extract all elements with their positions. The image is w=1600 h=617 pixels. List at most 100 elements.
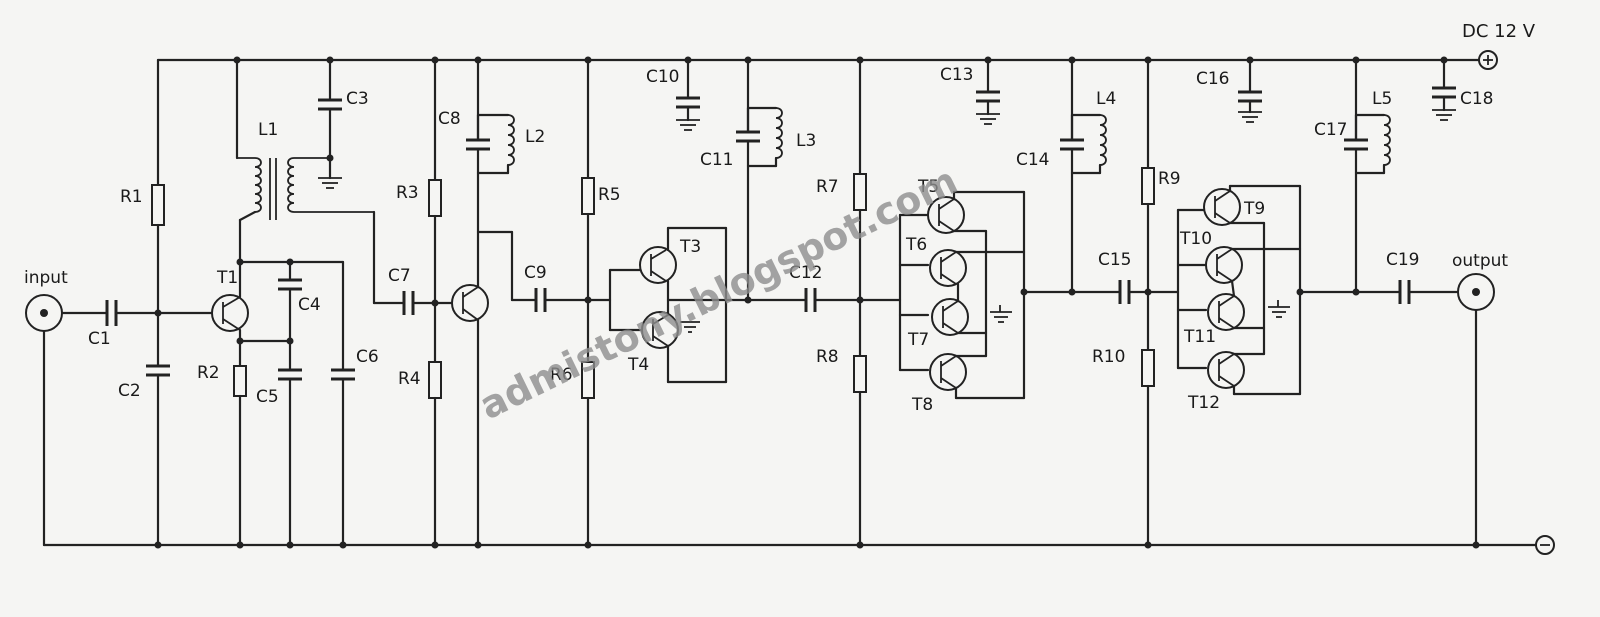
label-t10: T10 (1179, 229, 1212, 249)
label-l4: L4 (1096, 89, 1116, 109)
label-c14: C14 (1016, 150, 1050, 170)
ground-icon (676, 119, 700, 131)
label-r10: R10 (1092, 347, 1125, 367)
label-t7: T7 (907, 330, 929, 350)
label-t4: T4 (627, 355, 649, 375)
label-r7: R7 (816, 177, 839, 197)
ground-icon (1268, 300, 1290, 318)
label-c11: C11 (700, 150, 734, 170)
positive-terminal-icon (1478, 50, 1498, 70)
transistor-t2 (451, 284, 489, 322)
capacitor-c9 (534, 288, 547, 312)
negative-terminal-icon (1535, 535, 1555, 555)
label-r6: R6 (550, 365, 573, 385)
capacitor-c8 (466, 138, 490, 151)
transistor-t10 (1205, 246, 1243, 284)
transistor-t4 (641, 311, 679, 349)
ground-icon (976, 113, 1000, 125)
label-r3: R3 (396, 183, 419, 203)
transistor-t8 (929, 353, 967, 391)
transistor-t12 (1207, 351, 1245, 389)
resistor-r9 (1141, 167, 1155, 205)
label-c6: C6 (356, 347, 379, 367)
capacitor-c1 (105, 300, 118, 326)
inductor-l3 (775, 107, 783, 159)
label-t6: T6 (905, 235, 927, 255)
capacitor-c15 (1118, 280, 1131, 304)
ground-icon (990, 305, 1012, 323)
capacitor-c7 (402, 291, 415, 315)
input-label: input (24, 268, 68, 288)
label-c15: C15 (1098, 250, 1132, 270)
label-c16: C16 (1196, 69, 1230, 89)
inductor-l4 (1099, 114, 1107, 166)
label-c3: C3 (346, 89, 369, 109)
capacitor-c4 (278, 278, 302, 291)
label-c7: C7 (388, 266, 411, 286)
label-c5: C5 (256, 387, 279, 407)
capacitor-c13 (976, 90, 1000, 103)
label-t9: T9 (1243, 199, 1265, 219)
capacitor-c14 (1060, 138, 1084, 151)
label-r5: R5 (598, 185, 621, 205)
inductor-l2 (507, 114, 515, 166)
label-t1: T1 (216, 268, 238, 288)
transistor-t5 (927, 196, 965, 234)
resistor-r3 (428, 179, 442, 217)
label-t5: T5 (917, 177, 939, 197)
capacitor-c18 (1432, 86, 1456, 99)
label-c18: C18 (1460, 89, 1494, 109)
ground-icon (680, 321, 700, 333)
transistor-t6 (929, 249, 967, 287)
label-r1: R1 (120, 187, 143, 207)
label-c2: C2 (118, 381, 141, 401)
label-r2: R2 (197, 363, 220, 383)
resistor-r4 (428, 361, 442, 399)
label-t3: T3 (679, 237, 701, 257)
label-l3: L3 (796, 131, 816, 151)
label-c8: C8 (438, 109, 461, 129)
label-c13: C13 (940, 65, 974, 85)
label-l5: L5 (1372, 89, 1392, 109)
label-c1: C1 (88, 329, 111, 349)
capacitor-c17 (1344, 138, 1368, 151)
input-connector-icon (25, 294, 63, 332)
capacitor-c19 (1398, 280, 1411, 304)
label-c4: C4 (298, 295, 321, 315)
inductor-l5 (1383, 114, 1391, 166)
label-t11: T11 (1183, 327, 1216, 347)
label-r9: R9 (1158, 169, 1181, 189)
label-t8: T8 (911, 395, 933, 415)
resistor-r1 (151, 184, 165, 226)
ground-icon (1432, 109, 1456, 121)
label-t12: T12 (1187, 393, 1220, 413)
resistor-r10 (1141, 349, 1155, 387)
ground-icon (1238, 111, 1262, 123)
transistor-t9 (1203, 188, 1241, 226)
transistor-t3 (639, 246, 677, 284)
resistor-r2 (233, 365, 247, 397)
label-c19: C19 (1386, 250, 1420, 270)
label-c17: C17 (1314, 120, 1348, 140)
capacitor-c12 (804, 288, 817, 312)
ground-icon (318, 177, 342, 189)
capacitor-c2 (146, 364, 170, 377)
label-c12: C12 (789, 263, 823, 283)
label-r4: R4 (398, 369, 421, 389)
capacitor-c3 (318, 98, 342, 111)
label-c9: C9 (524, 263, 547, 283)
label-l2: L2 (525, 127, 545, 147)
transistor-t1 (211, 294, 249, 332)
capacitor-c16 (1238, 90, 1262, 103)
transistor-t11 (1207, 293, 1245, 331)
resistor-r5 (581, 177, 595, 215)
supply-label: DC 12 V (1462, 21, 1536, 42)
capacitor-c10 (676, 96, 700, 109)
label-c10: C10 (646, 67, 680, 87)
resistor-r8 (853, 355, 867, 393)
capacitor-c11 (736, 130, 760, 143)
output-label: output (1452, 251, 1508, 271)
transistor-t7 (931, 298, 969, 336)
capacitor-c6 (331, 368, 355, 381)
